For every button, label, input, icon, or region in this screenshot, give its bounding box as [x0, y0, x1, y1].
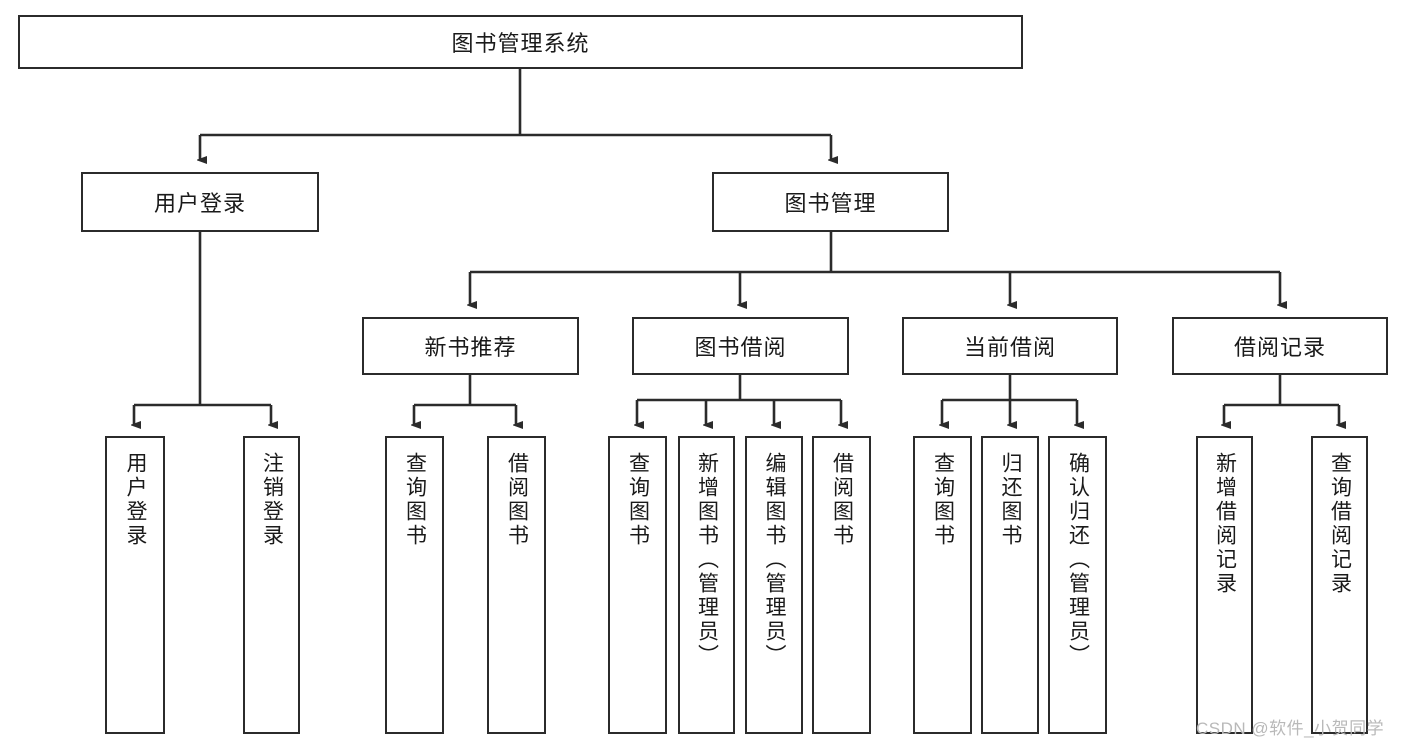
node-leaf-confirm-return[interactable]: 确认归还（管理员） [1048, 436, 1107, 734]
node-leaf-query-record-label: 查询借阅记录 [1328, 452, 1352, 596]
node-user-login[interactable]: 用户登录 [81, 172, 319, 232]
node-leaf-edit-book[interactable]: 编辑图书（管理员） [745, 436, 803, 734]
node-new-book-rec-label: 新书推荐 [424, 335, 517, 360]
node-leaf-borrow-book-2-label: 借阅图书 [830, 452, 854, 548]
node-current-borrow[interactable]: 当前借阅 [902, 317, 1118, 375]
node-leaf-borrow-book-1[interactable]: 借阅图书 [487, 436, 546, 734]
node-book-borrow[interactable]: 图书借阅 [632, 317, 849, 375]
node-leaf-logout-label: 注销登录 [260, 452, 284, 548]
node-user-login-label: 用户登录 [153, 191, 246, 216]
node-leaf-logout[interactable]: 注销登录 [243, 436, 300, 734]
node-book-manage[interactable]: 图书管理 [712, 172, 949, 232]
node-leaf-query-record[interactable]: 查询借阅记录 [1311, 436, 1368, 734]
node-leaf-query-book-3-label: 查询图书 [931, 452, 955, 548]
node-leaf-query-book-1-label: 查询图书 [403, 452, 427, 548]
node-leaf-query-book-2[interactable]: 查询图书 [608, 436, 667, 734]
node-root[interactable]: 图书管理系统 [18, 15, 1023, 69]
node-leaf-query-book-1[interactable]: 查询图书 [385, 436, 444, 734]
node-leaf-add-record[interactable]: 新增借阅记录 [1196, 436, 1253, 734]
node-leaf-return-book-label: 归还图书 [999, 452, 1023, 548]
node-leaf-edit-book-label: 编辑图书（管理员） [763, 452, 787, 668]
node-current-borrow-label: 当前借阅 [963, 335, 1056, 360]
node-leaf-borrow-book-2[interactable]: 借阅图书 [812, 436, 871, 734]
node-leaf-add-book-label: 新增图书（管理员） [695, 452, 719, 668]
watermark: CSDN @软件_小贺同学 [1196, 719, 1385, 738]
node-leaf-user-login-label: 用户登录 [124, 452, 148, 548]
node-book-borrow-label: 图书借阅 [694, 335, 787, 360]
node-leaf-return-book[interactable]: 归还图书 [981, 436, 1039, 734]
node-leaf-confirm-return-label: 确认归还（管理员） [1066, 452, 1090, 668]
node-root-label: 图书管理系统 [451, 31, 590, 56]
node-leaf-add-record-label: 新增借阅记录 [1213, 452, 1237, 596]
node-leaf-query-book-3[interactable]: 查询图书 [913, 436, 972, 734]
node-borrow-record[interactable]: 借阅记录 [1172, 317, 1388, 375]
node-new-book-rec[interactable]: 新书推荐 [362, 317, 579, 375]
node-leaf-query-book-2-label: 查询图书 [626, 452, 650, 548]
node-leaf-add-book[interactable]: 新增图书（管理员） [678, 436, 735, 734]
node-book-manage-label: 图书管理 [784, 191, 877, 216]
node-leaf-borrow-book-1-label: 借阅图书 [505, 452, 529, 548]
node-leaf-user-login[interactable]: 用户登录 [105, 436, 165, 734]
node-borrow-record-label: 借阅记录 [1233, 335, 1326, 360]
